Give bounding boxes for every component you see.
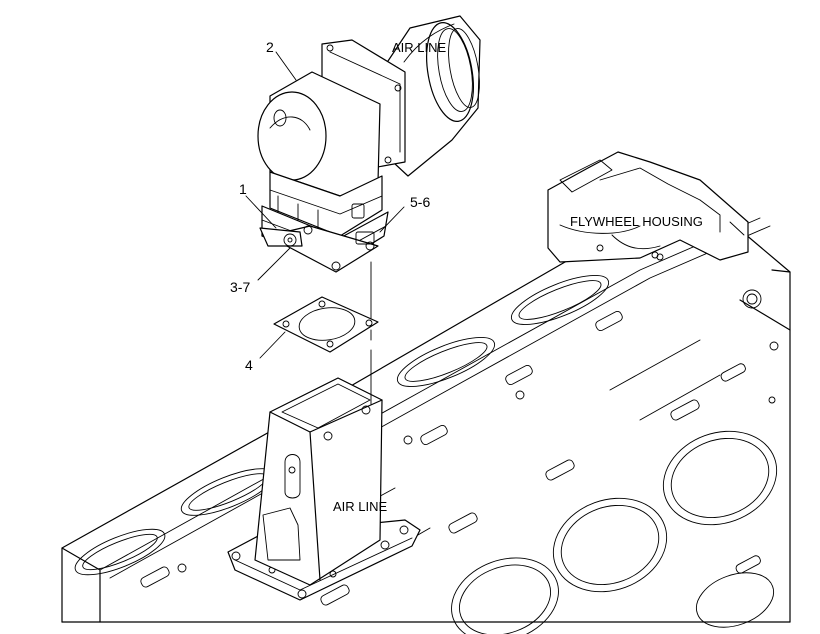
callout-2: 2	[266, 39, 274, 55]
leader-lines	[245, 51, 405, 359]
callout-5-6: 5-6	[410, 194, 430, 210]
flywheel-housing-label: FLYWHEEL HOUSING	[570, 214, 703, 229]
valve-assembly	[257, 39, 406, 273]
flywheel-housing: FLYWHEEL HOUSING	[547, 151, 749, 263]
engine-block	[61, 195, 791, 634]
callout-3-7: 3-7	[230, 279, 250, 295]
air-line-pedestal: AIR LINE	[227, 377, 421, 601]
callout-1: 1	[239, 181, 247, 197]
callout-4: 4	[245, 357, 253, 373]
air-line-bottom-label: AIR LINE	[333, 499, 388, 514]
air-line-top-label: AIR LINE	[392, 40, 447, 55]
gasket-part	[273, 296, 379, 353]
